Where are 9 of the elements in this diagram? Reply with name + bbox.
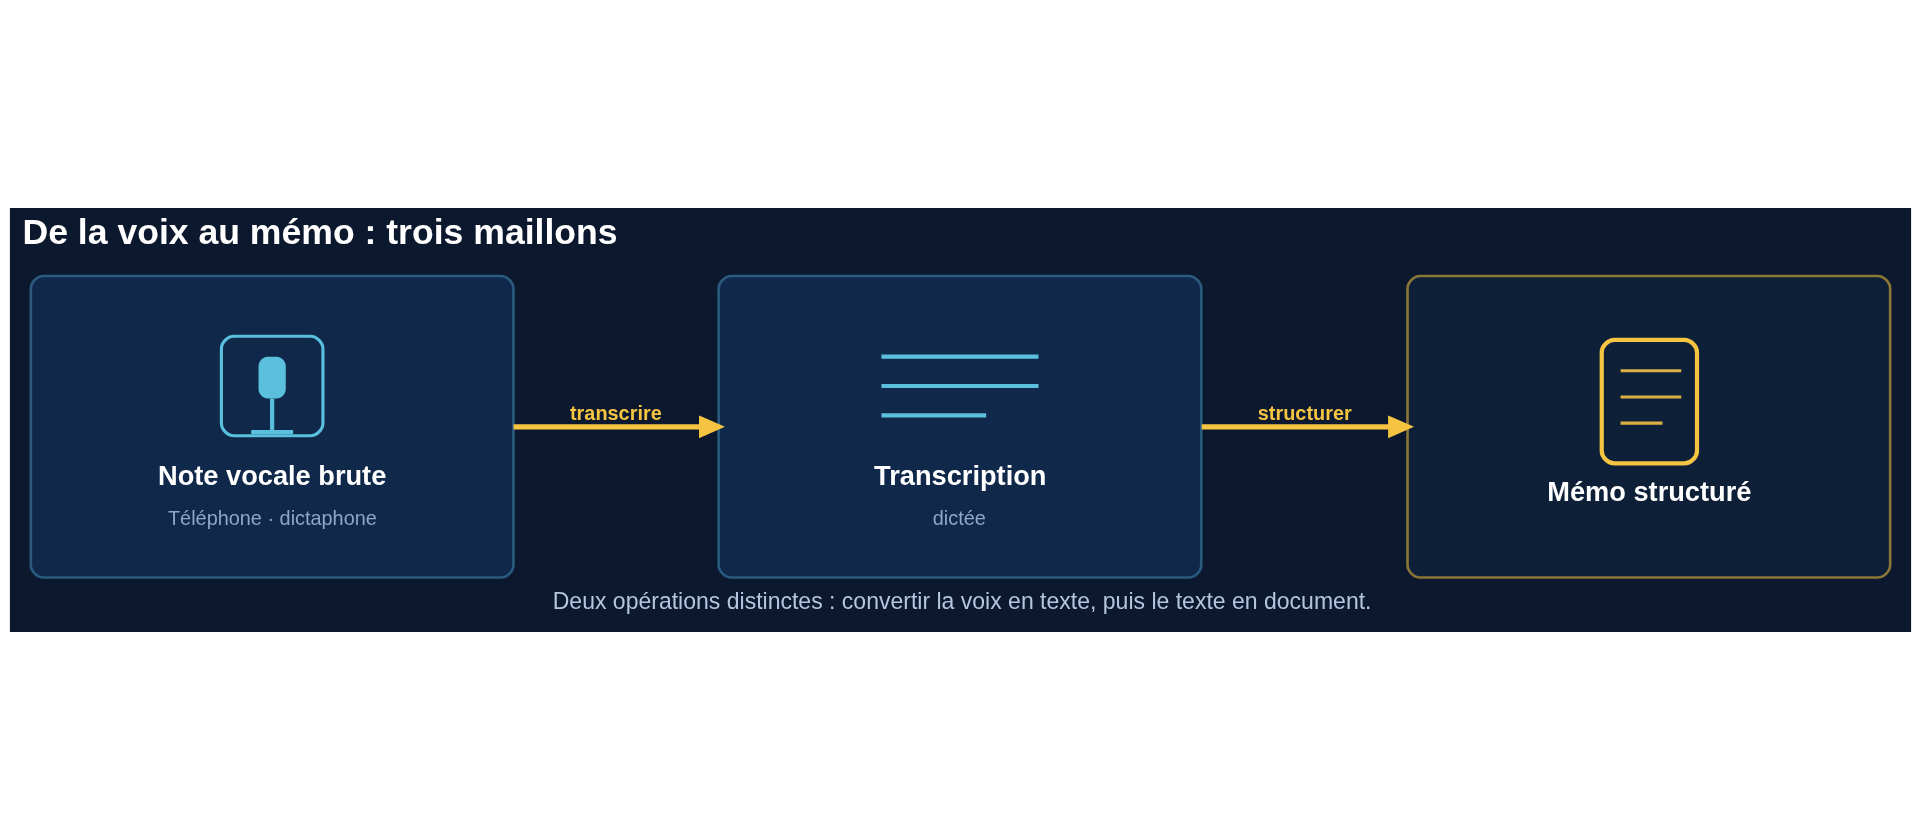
node-box: Mémo structuré [1405, 274, 1891, 579]
caption: Deux opérations distinctes : convertir la voix en texte, puis le texte en document. [552, 587, 1371, 614]
node-box: Transcription dictée [716, 274, 1203, 579]
arrow [513, 415, 725, 439]
edge-label: transcrire [569, 401, 662, 424]
edge-label: structurer [1257, 401, 1352, 424]
node-box: Note vocale brute Téléphone · dictaphone [29, 274, 515, 579]
diagram-title: De la voix au mémo : trois maillons [21, 211, 618, 252]
arrow [1201, 415, 1414, 439]
